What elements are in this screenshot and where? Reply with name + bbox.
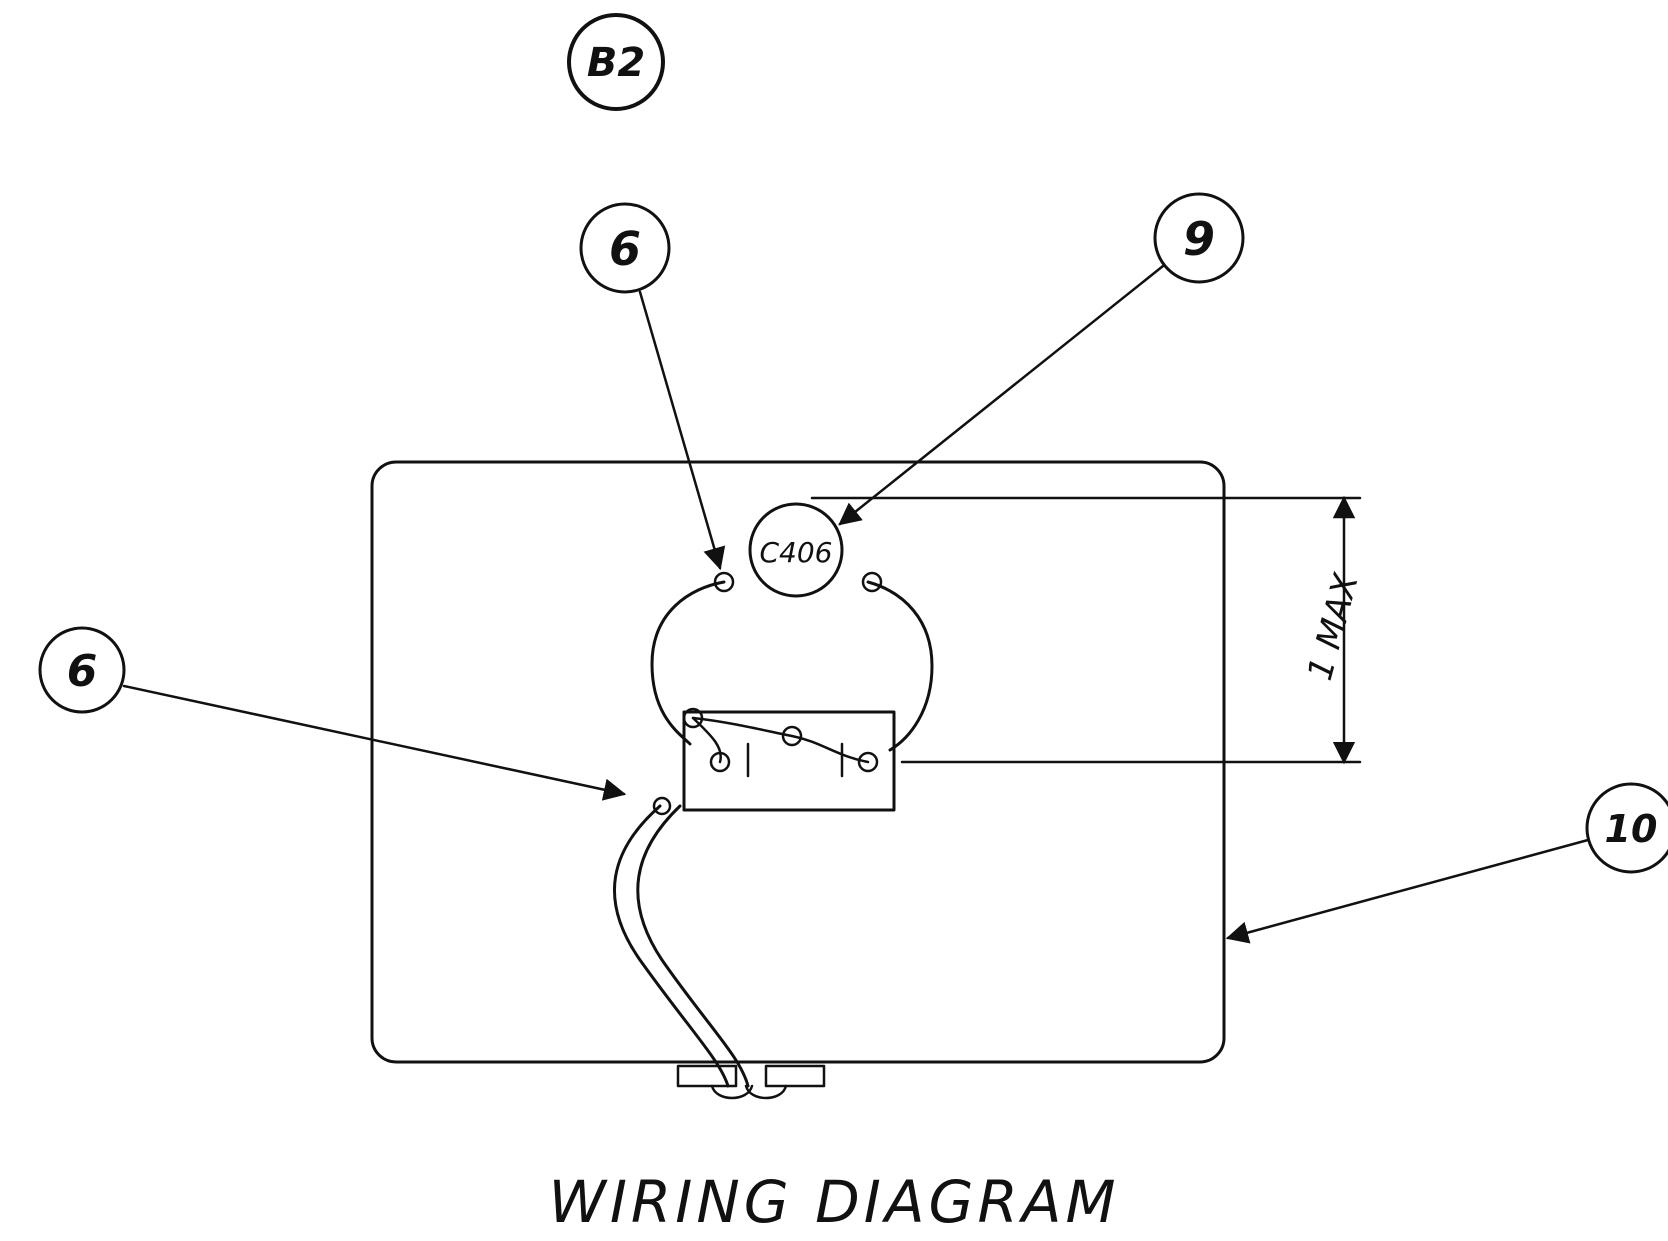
component-c406-label: C406 (760, 536, 833, 569)
callout-9: 9 (1153, 192, 1245, 284)
callout-6-top-label: 6 (609, 222, 641, 276)
terminal-block (682, 707, 896, 812)
callout-10: 10 (1585, 782, 1668, 874)
sheet-tag-label: B2 (587, 40, 645, 86)
dimension-label: 1 MAX (1300, 569, 1367, 685)
callout-9-label: 9 (1183, 212, 1215, 266)
cable-wire-outer (612, 804, 730, 1088)
sheet-tag: B2 (567, 13, 665, 111)
callout-6-top: 6 (579, 202, 671, 294)
callout-6-left-label: 6 (67, 646, 98, 697)
callout-10-label: 10 (1605, 807, 1658, 851)
leader-arrow-6-top (638, 290, 726, 571)
terminal-left (713, 571, 735, 593)
leader-arrow-6-left (122, 684, 627, 801)
cable-wire-inner (636, 804, 750, 1088)
bottom-connector (676, 1064, 826, 1100)
cable-entry-terminal (652, 796, 672, 816)
leader-arrow-9 (838, 264, 1165, 526)
diagram-caption: WIRING DIAGRAM (548, 1168, 1119, 1236)
component-c406: C406 (748, 502, 844, 598)
wire-loop (650, 580, 934, 752)
terminal-right (861, 571, 883, 593)
callout-6-left: 6 (38, 626, 126, 714)
leader-arrow-10 (1225, 838, 1590, 944)
